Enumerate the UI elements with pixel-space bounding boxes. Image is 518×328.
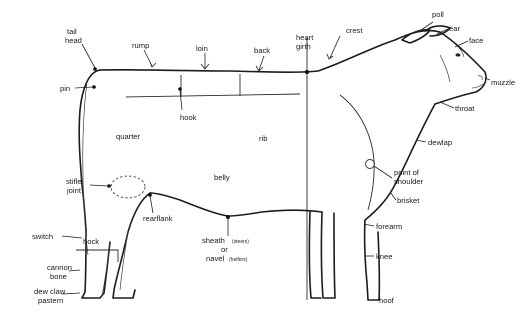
label-stifle-joint-2: joint [66, 186, 82, 195]
label-cannon-bone-1: cannon [47, 263, 72, 272]
label-rearflank: rearflank [143, 214, 173, 223]
label-muzzle: muzzle [491, 78, 515, 87]
label-point-of-shoulder-2: shoulder [394, 177, 424, 186]
label-hoof: hoof [379, 296, 395, 305]
hock-bracket [76, 250, 118, 262]
label-hook: hook [180, 113, 197, 122]
body-outline [100, 31, 486, 300]
label-sheath: sheath [202, 236, 225, 245]
label-or: or [221, 245, 228, 254]
label-throat: throat [455, 104, 475, 113]
label-navel: navel [206, 254, 224, 263]
shoulder-curve [340, 95, 374, 210]
eye [456, 53, 461, 56]
labels: tail head rump loin back heart girth cre… [32, 10, 515, 305]
label-heart-girth-2: girth [296, 42, 311, 51]
label-tail-head-2: head [65, 36, 82, 45]
label-stifle-joint-1: stifle [66, 177, 82, 186]
label-face: face [469, 36, 483, 45]
point-of-shoulder-circle [366, 160, 375, 169]
front-leg-back-outline [321, 212, 335, 298]
label-sheath-note: (steers) [232, 239, 249, 245]
cheek-line [440, 55, 450, 82]
label-back: back [254, 46, 270, 55]
label-pastern: pastern [38, 296, 63, 305]
loin-hook-line [126, 94, 300, 97]
leader-lines [62, 22, 490, 300]
label-dew-claw: dew claw [34, 287, 66, 296]
label-point-of-shoulder-1: point of [394, 168, 420, 177]
label-quarter: quarter [116, 132, 141, 141]
label-forearm: forearm [376, 222, 402, 231]
label-tail-head-1: tail [67, 27, 77, 36]
label-brisket: brisket [397, 196, 420, 205]
underline-outline [150, 193, 322, 216]
tail-outline [83, 82, 88, 255]
label-rib: rib [259, 134, 267, 143]
nostril [478, 76, 482, 80]
cow-outline [79, 26, 486, 300]
stifle-joint-ellipse [111, 176, 145, 198]
label-knee: knee [376, 252, 392, 261]
front-leg-inner-outline [309, 212, 321, 298]
label-rump: rump [132, 41, 149, 50]
label-pin: pin [60, 84, 70, 93]
label-heart-girth-1: heart [296, 33, 314, 42]
label-dewlap: dewlap [428, 138, 452, 147]
hind-outline [79, 70, 100, 230]
label-cannon-bone-2: bone [50, 272, 67, 281]
label-loin: loin [196, 44, 208, 53]
label-crest: crest [346, 26, 363, 35]
ear-outline [402, 30, 430, 43]
label-switch: switch [32, 232, 53, 241]
label-belly: belly [214, 173, 230, 182]
hind-leg-outline [113, 193, 150, 298]
label-hock: hock [83, 237, 99, 246]
label-poll: poll [432, 10, 444, 19]
label-navel-note: (heifers) [229, 257, 248, 263]
label-ear: ear [449, 24, 460, 33]
